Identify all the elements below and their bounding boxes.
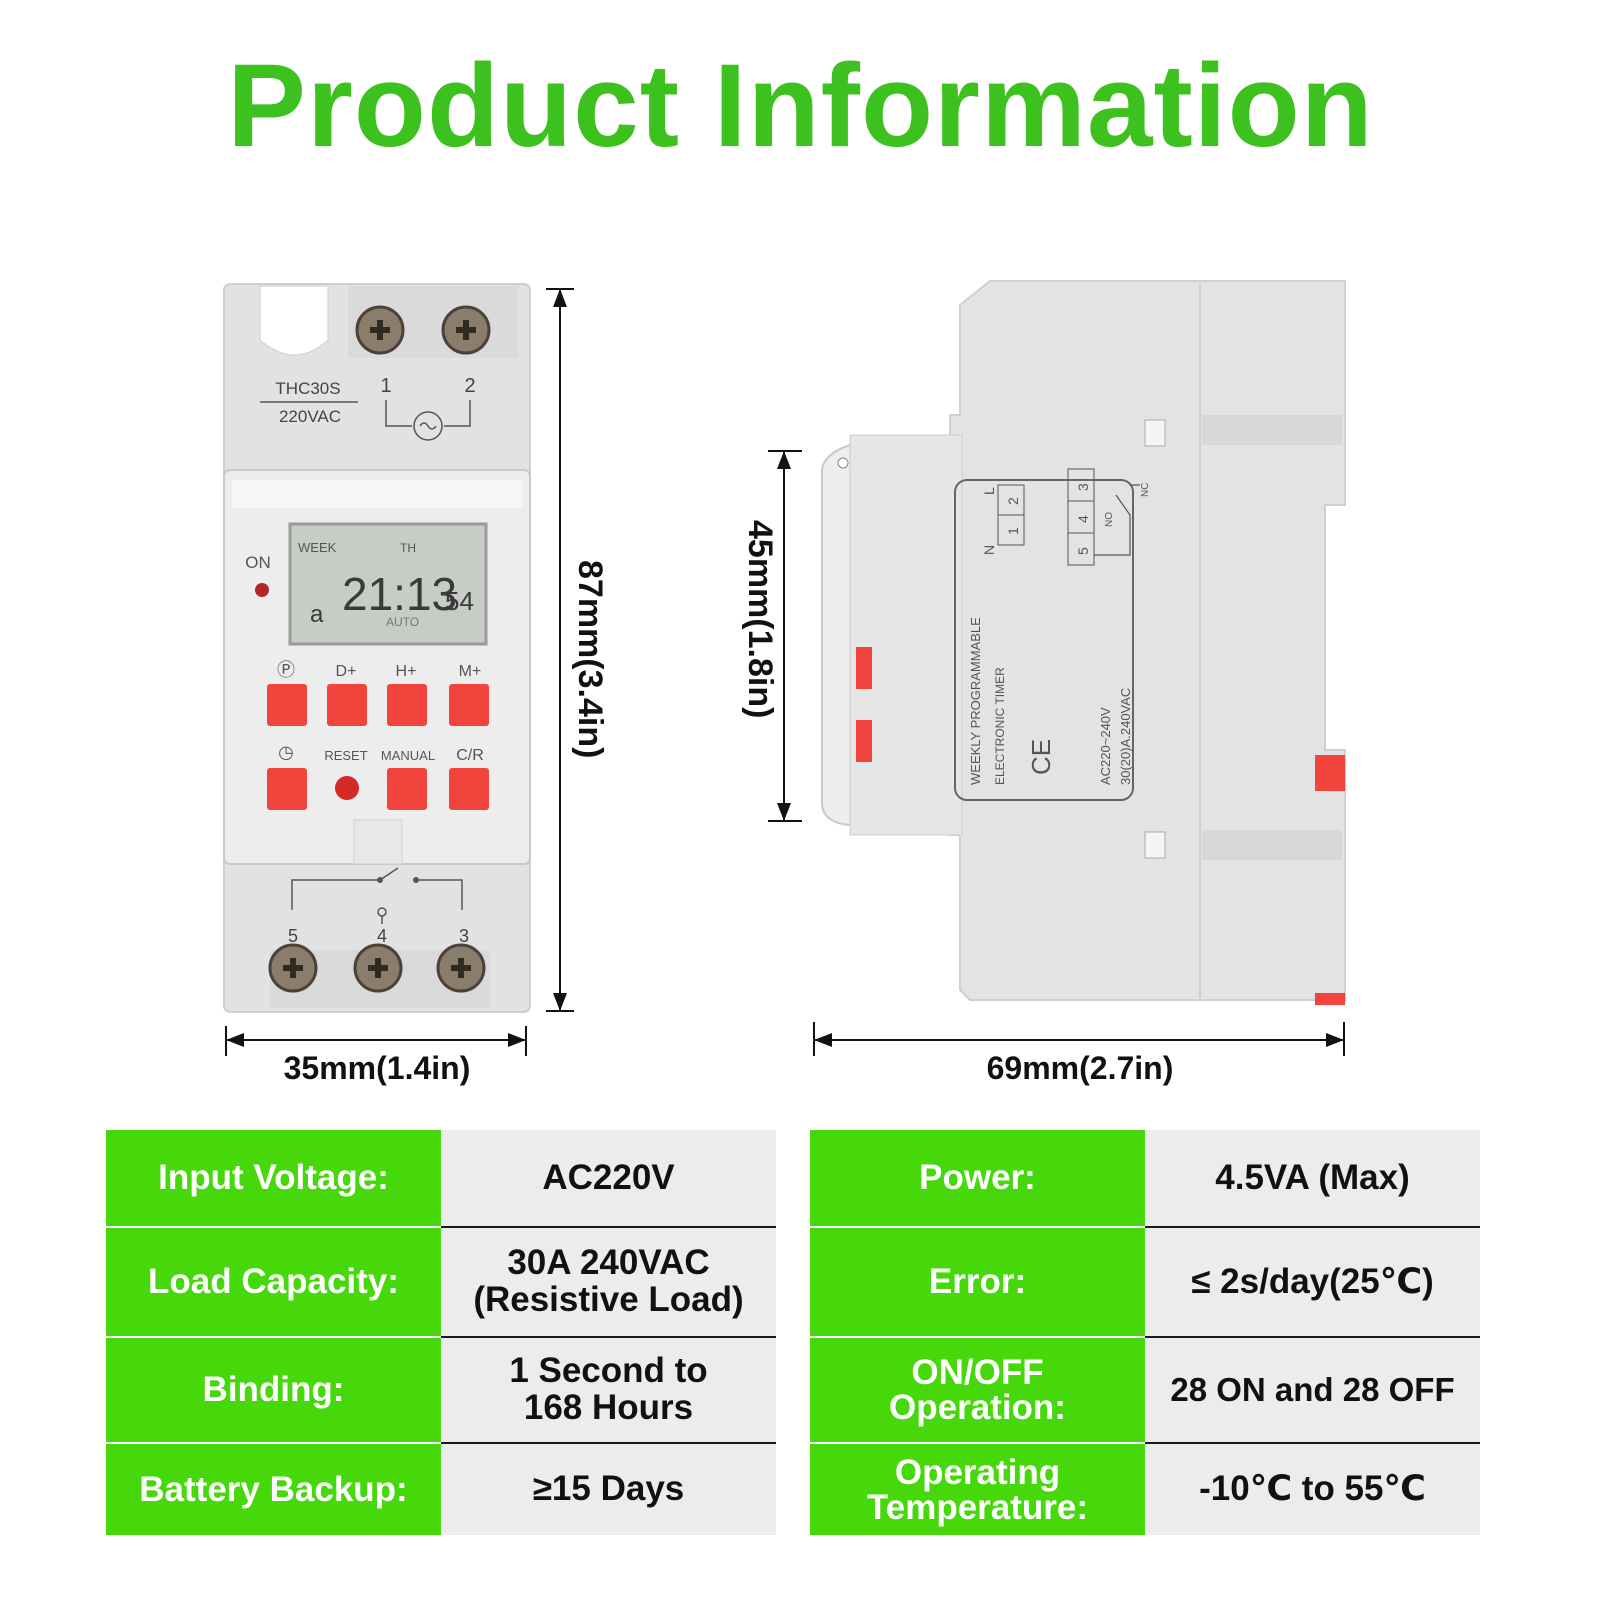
table-row: Error: ≤ 2s/day(25℃) [810,1226,1480,1337]
front-width-label: 35mm(1.4in) [283,1050,471,1086]
terminal-label-4: 4 [377,926,387,946]
side-rating1: AC220~240V [1098,707,1113,785]
spec-value: 28 ON and 28 OFF [1145,1336,1480,1443]
spec-label: Power: [810,1130,1145,1227]
terminal-label-2: 2 [464,375,475,397]
spec-table-left: Input Voltage: AC220V Load Capacity: 30A… [106,1130,776,1535]
hour-plus-button [387,684,427,726]
side-terminal-2: 2 [1005,497,1021,505]
lcd-mode: AUTO [386,615,419,629]
ce-mark-icon: CE [1026,739,1056,775]
lcd-week: WEEK [298,540,337,555]
spec-label: Error: [810,1226,1145,1337]
table-row: Operating Temperature: -10℃ to 55℃ [810,1442,1480,1535]
lcd-seconds: 54 [445,586,474,616]
terminal-label-1: 1 [380,375,391,397]
spec-value: ≤ 2s/day(25℃) [1145,1226,1480,1337]
button-label-clock: ◷ [278,742,294,762]
ac-symbol-icon [413,411,443,441]
spec-value: AC220V [441,1130,776,1227]
lcd-time: 21:13 [342,568,457,620]
side-rating2: 30(20)A.240VAC [1118,688,1133,785]
page-title: Product Information [227,40,1374,172]
screw-icon [436,943,486,993]
table-row: Input Voltage: AC220V [106,1130,776,1227]
voltage-label: 220VAC [279,407,341,426]
spec-label: Operating Temperature: [810,1442,1145,1535]
cr-button [449,768,489,810]
spec-label: Battery Backup: [106,1442,441,1535]
front-height-dimension-line [546,288,574,1012]
side-no-label: NO [1104,512,1115,527]
button-label-manual: MANUAL [381,748,435,763]
side-device-illustration: WEEKLY PROGRAMMABLE ELECTRONIC TIMER CE … [820,280,1346,1005]
terminal-label-3: 3 [459,926,469,946]
side-height-dimension-line [768,450,802,822]
table-row: ON/OFF Operation: 28 ON and 28 OFF [810,1336,1480,1443]
spec-label: ON/OFF Operation: [810,1336,1145,1443]
screw-icon [268,943,318,993]
side-terminal-3: 3 [1075,483,1091,491]
lcd-day: TH [400,541,416,555]
front-device-illustration: THC30S 220VAC 1 2 WEEK TH 21:13 54 a AUT… [223,283,531,1013]
clock-button [267,768,307,810]
day-plus-button [327,684,367,726]
screw-icon [353,943,403,993]
on-label: ON [245,553,271,572]
button-label-program: Ⓟ [277,660,295,680]
side-l-label: L [981,487,997,495]
spec-value: 1 Second to 168 Hours [441,1336,776,1443]
front-width-dimension-line [225,1026,527,1056]
spec-value: ≥15 Days [441,1442,776,1535]
table-row: Battery Backup: ≥15 Days [106,1442,776,1535]
side-height-label: 45mm(1.8in) [741,520,779,719]
side-width-label: 69mm(2.7in) [986,1050,1174,1086]
spec-value: 30A 240VAC (Resistive Load) [441,1226,776,1337]
side-terminal-5: 5 [1075,547,1091,555]
button-label-minute: M+ [459,663,482,680]
minute-plus-button [449,684,489,726]
spec-label: Load Capacity: [106,1226,441,1337]
front-height-label: 87mm(3.4in) [571,560,609,759]
side-width-dimension-line [813,1022,1345,1056]
side-label-line2: ELECTRONIC TIMER [993,667,1007,785]
button-label-reset: RESET [324,748,367,763]
button-label-day: D+ [336,663,357,680]
side-n-label: N [981,545,997,555]
reset-button [335,776,359,800]
spec-table-right: Power: 4.5VA (Max) Error: ≤ 2s/day(25℃) … [810,1130,1480,1535]
model-label: THC30S [275,379,340,398]
program-button [267,684,307,726]
button-label-hour: H+ [396,663,417,680]
terminal-label-5: 5 [288,926,298,946]
side-nc-label: NC [1140,483,1151,497]
table-row: Power: 4.5VA (Max) [810,1130,1480,1227]
side-terminal-4: 4 [1075,515,1091,523]
manual-button [387,768,427,810]
spec-value: 4.5VA (Max) [1145,1130,1480,1227]
spec-value: -10℃ to 55℃ [1145,1442,1480,1535]
screw-icon [441,305,491,355]
lcd-prog: a [310,601,324,628]
table-row: Load Capacity: 30A 240VAC (Resistive Loa… [106,1226,776,1337]
power-led-icon [255,583,269,597]
button-label-cr: C/R [456,747,484,764]
spec-label: Binding: [106,1336,441,1443]
side-label-line1: WEEKLY PROGRAMMABLE [968,617,983,785]
spec-label: Input Voltage: [106,1130,441,1227]
side-terminal-1: 1 [1005,527,1021,535]
table-row: Binding: 1 Second to 168 Hours [106,1336,776,1443]
screw-icon [355,305,405,355]
